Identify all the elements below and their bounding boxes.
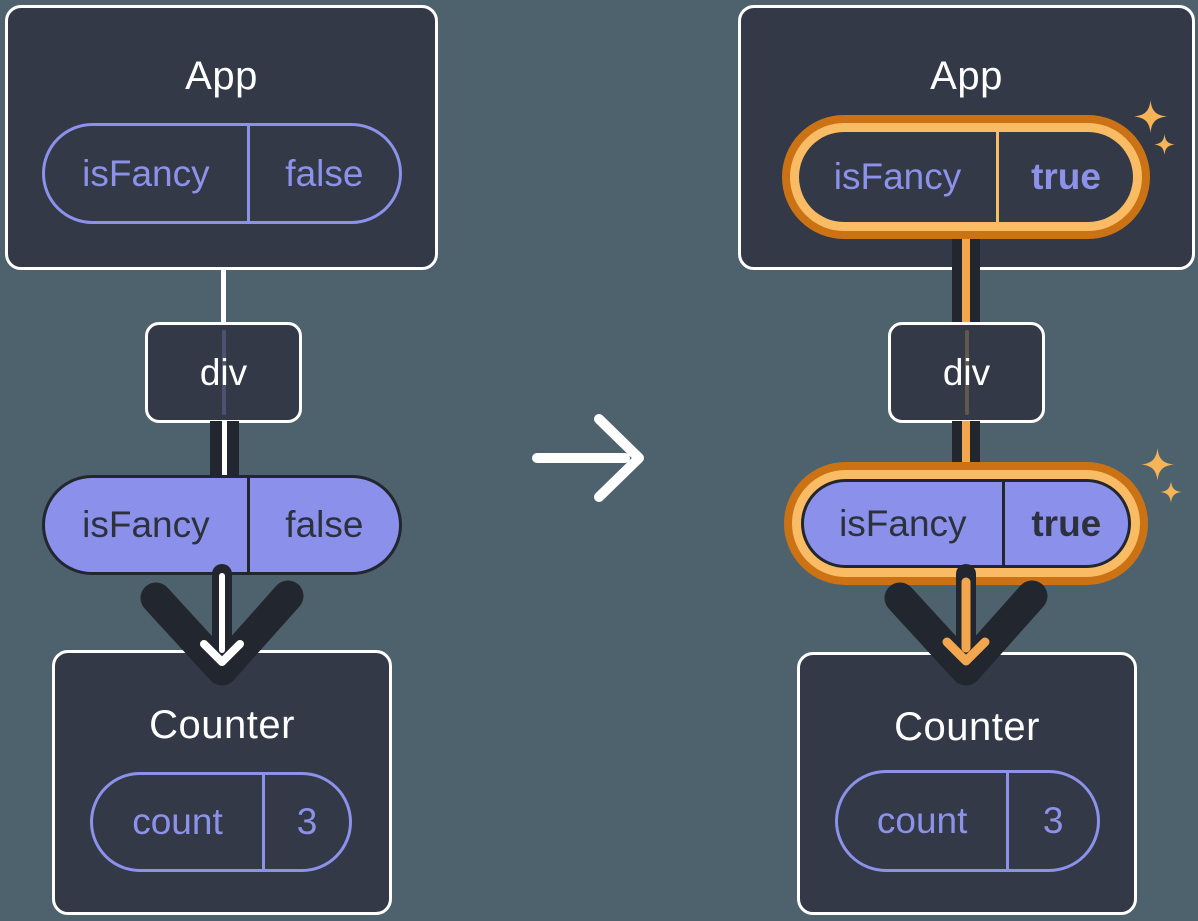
- state-key: isFancy: [833, 156, 962, 197]
- connector-div-to-prop-orange-after: [962, 421, 970, 463]
- component-title: Counter: [894, 705, 1040, 749]
- connector-app-to-div-before: [221, 267, 226, 323]
- state-pill-isfancy-after: isFancy true: [799, 132, 1133, 222]
- state-key: count: [876, 800, 968, 841]
- prop-pill-isfancy-before: isFancy false: [42, 475, 402, 575]
- connector-div-to-prop-white-before: [222, 421, 227, 476]
- state-value: 3: [261, 775, 349, 869]
- state-pill-count-before: count 3: [90, 772, 352, 872]
- arrow-down-icon: [884, 564, 1048, 686]
- sparkles-icon: [1154, 134, 1175, 155]
- state-value: false: [246, 126, 399, 221]
- sparkles-icon: [1141, 448, 1174, 481]
- component-title: App: [930, 54, 1003, 98]
- prop-pill-isfancy-after: isFancy true: [801, 479, 1131, 568]
- state-pill-count-after: count 3: [835, 770, 1100, 872]
- connector-through-div: [964, 330, 969, 415]
- highlight-ring: isFancy true: [784, 462, 1148, 585]
- highlight-ring: isFancy true: [782, 115, 1150, 239]
- counter-component-card-before: Counter count 3: [52, 650, 392, 915]
- component-title: Counter: [149, 703, 295, 747]
- sparkles-icon: [1160, 481, 1182, 503]
- state-value: true: [996, 132, 1133, 222]
- prop-key: isFancy: [839, 502, 967, 544]
- div-node-after: div: [888, 322, 1045, 423]
- div-node-label: div: [942, 351, 991, 393]
- connector-app-to-div-orange-after: [962, 239, 970, 323]
- state-value: 3: [1006, 773, 1097, 869]
- counter-component-card-after: Counter count 3: [797, 652, 1137, 915]
- div-node-before: div: [145, 322, 302, 423]
- app-component-card-after: App isFancy true: [738, 5, 1195, 270]
- div-node-label: div: [199, 351, 248, 393]
- connector-through-div: [221, 330, 226, 415]
- state-key: isFancy: [82, 152, 210, 194]
- prop-value: true: [1001, 482, 1128, 565]
- state-key: count: [132, 801, 223, 842]
- state-pill-isfancy-before: isFancy false: [42, 123, 402, 224]
- component-title: App: [185, 54, 258, 98]
- prop-key: isFancy: [82, 504, 210, 545]
- prop-value: false: [246, 478, 399, 572]
- app-component-card-before: App isFancy false: [5, 5, 438, 270]
- sparkles-icon: [1134, 100, 1167, 133]
- arrow-down-icon: [140, 564, 304, 686]
- arrow-right-icon: [532, 414, 644, 502]
